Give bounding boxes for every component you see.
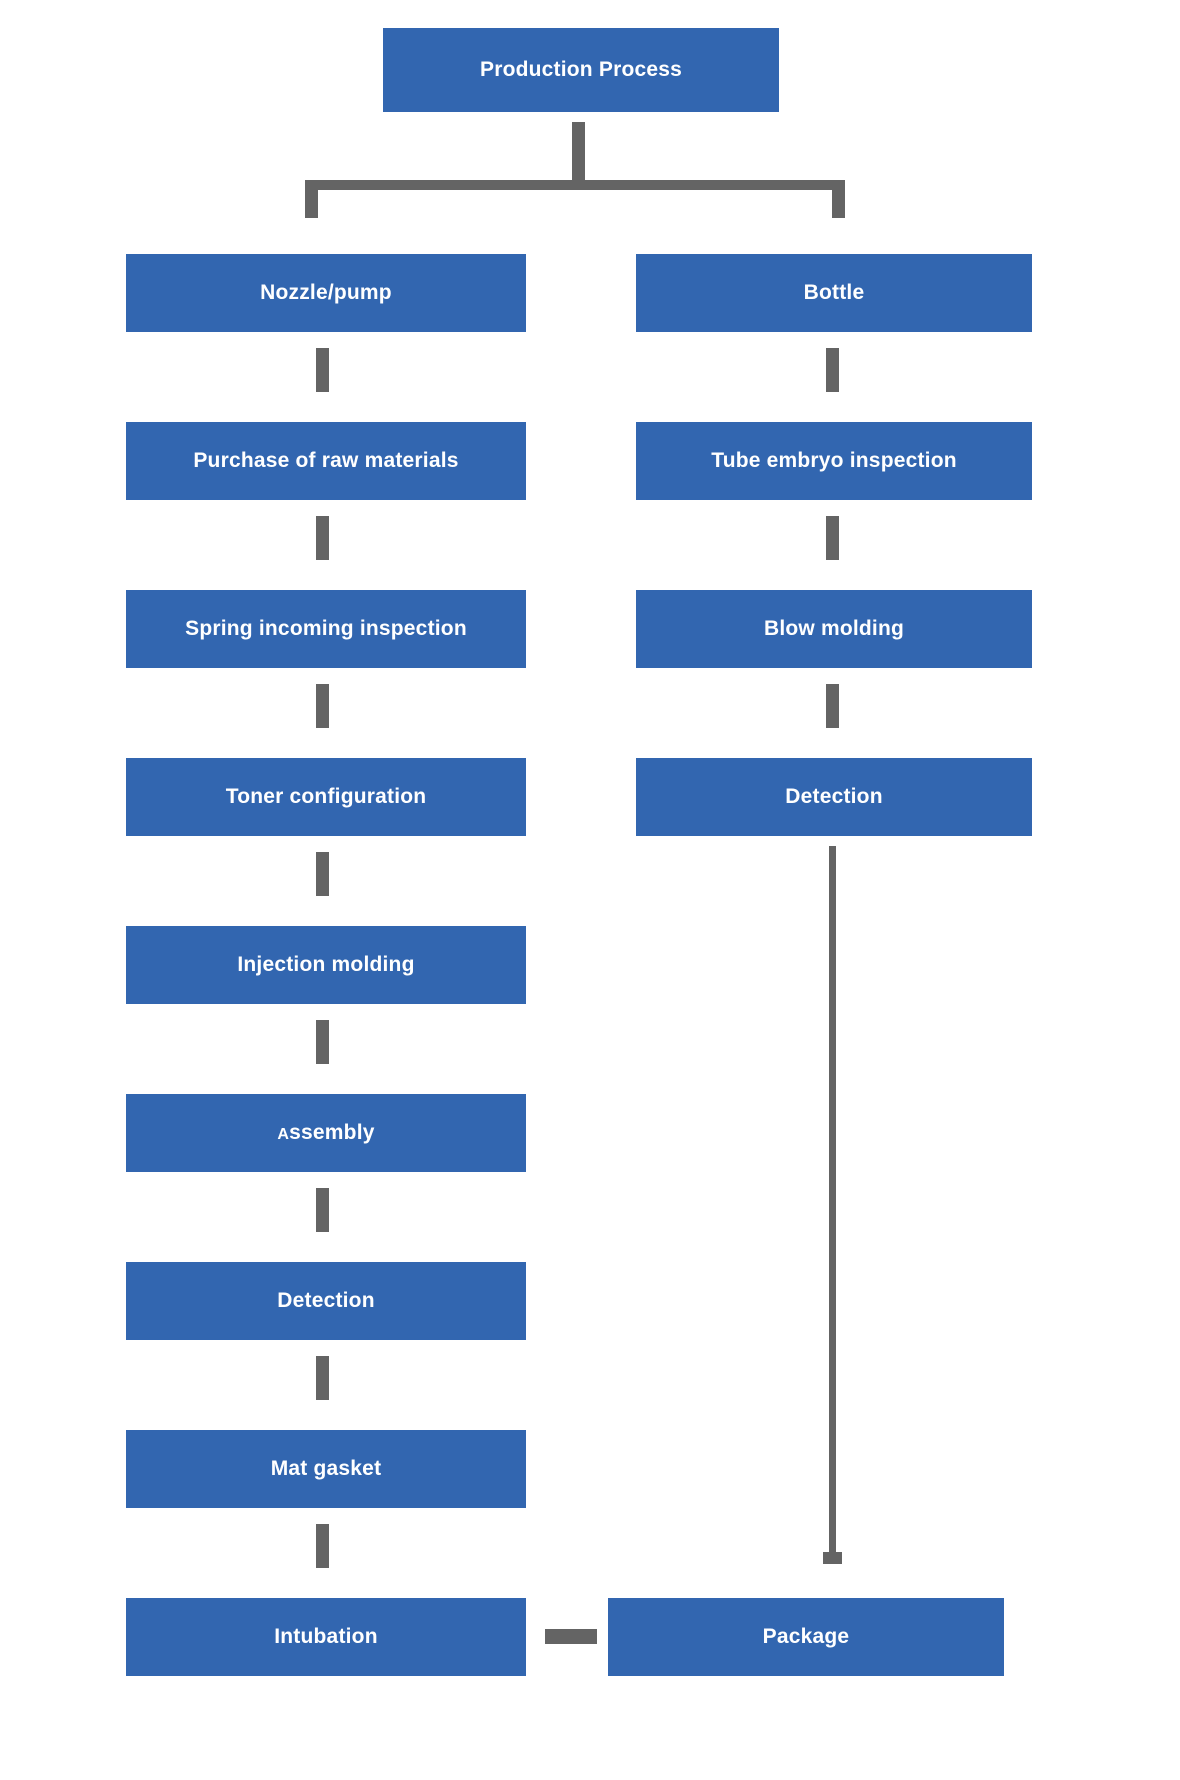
node-label: Nozzle/pump [260, 281, 392, 305]
connector-left-5 [316, 1020, 329, 1064]
node-detection-left[interactable]: Detection [126, 1262, 526, 1340]
node-spring-incoming-inspection[interactable]: Spring incoming inspection [126, 590, 526, 668]
node-label: Mat gasket [270, 1457, 382, 1481]
assembly-rest-letters: ssembly [289, 1121, 375, 1145]
node-label: Purchase of raw materials [193, 449, 459, 473]
connector-left-7 [316, 1356, 329, 1400]
node-tube-embryo-inspection[interactable]: Tube embryo inspection [636, 422, 1032, 500]
node-bottle[interactable]: Bottle [636, 254, 1032, 332]
node-label: Tube embryo inspection [711, 449, 957, 473]
connector-right-2 [826, 516, 839, 560]
node-detection-right[interactable]: Detection [636, 758, 1032, 836]
connector-intubation-to-package [545, 1629, 597, 1644]
node-label: Toner configuration [225, 785, 427, 809]
node-mat-gasket[interactable]: Mat gasket [126, 1430, 526, 1508]
node-label: Detection [277, 1289, 375, 1313]
connector-branch-rail [305, 180, 845, 190]
node-label: Assembly [277, 1120, 374, 1145]
node-production-process[interactable]: Production Process [383, 28, 779, 112]
connector-left-1 [316, 348, 329, 392]
connector-branch-right-drop [832, 180, 845, 218]
node-label: Blow molding [763, 617, 905, 641]
node-nozzle-pump[interactable]: Nozzle/pump [126, 254, 526, 332]
connector-root-stub [572, 122, 585, 180]
connector-left-3 [316, 684, 329, 728]
node-label: Bottle [803, 281, 865, 305]
node-label: Intubation [274, 1625, 378, 1649]
connector-left-2 [316, 516, 329, 560]
connector-detection-to-package-arrowhead [823, 1552, 842, 1564]
node-label: Spring incoming inspection [185, 617, 467, 641]
node-toner-configuration[interactable]: Toner configuration [126, 758, 526, 836]
connector-left-6 [316, 1188, 329, 1232]
node-package[interactable]: Package [608, 1598, 1004, 1676]
node-purchase-of-raw-materials[interactable]: Purchase of raw materials [126, 422, 526, 500]
node-label: Injection molding [237, 953, 415, 977]
connector-left-8 [316, 1524, 329, 1568]
node-label: Detection [785, 785, 883, 809]
node-intubation[interactable]: Intubation [126, 1598, 526, 1676]
node-label: Production Process [480, 58, 682, 82]
connector-right-1 [826, 348, 839, 392]
node-injection-molding[interactable]: Injection molding [126, 926, 526, 1004]
node-blow-molding[interactable]: Blow molding [636, 590, 1032, 668]
connector-right-3 [826, 684, 839, 728]
assembly-lead-letter: A [277, 1126, 290, 1144]
connector-left-4 [316, 852, 329, 896]
connector-detection-to-package [829, 846, 836, 1560]
node-label: Package [762, 1625, 850, 1649]
node-assembly[interactable]: Assembly [126, 1094, 526, 1172]
connector-branch-left-drop [305, 180, 318, 218]
